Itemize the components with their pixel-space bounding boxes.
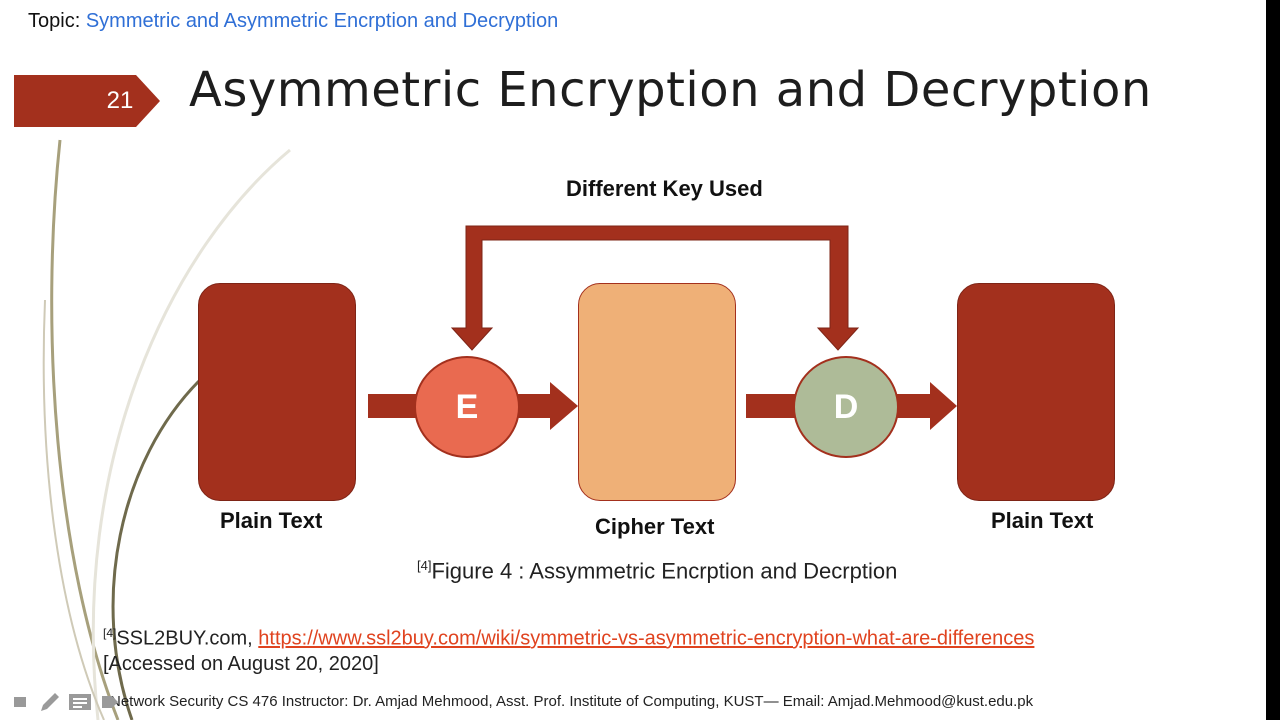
slide-number-badge: 21 [14,75,160,127]
next-slide-icon[interactable] [98,690,122,714]
badge-arrow-shape [14,75,160,127]
pen-icon[interactable] [38,690,62,714]
reference-citation: [4] [103,626,117,640]
key-label: Different Key Used [566,176,763,201]
previous-slide-icon[interactable] [8,690,32,714]
topic-value: Symmetric and Asymmetric Encrption and D… [85,10,559,32]
cipher-text-label: Cipher Text [595,514,715,539]
topic-label: Topic: [28,10,81,32]
cipher-text-box [578,283,736,501]
plain-text-label-left: Plain Text [220,508,323,533]
plain-text-label-right: Plain Text [991,508,1094,533]
reference-accessed: [Accessed on August 20, 2020] [103,652,379,675]
footer-text: Network Security CS 476 Instructor: Dr. … [110,693,1034,710]
caption-citation: [4] [417,558,432,573]
window-edge [1266,0,1280,720]
notes-icon[interactable] [68,690,92,714]
encrypt-circle: E [414,356,520,458]
presentation-toolbar [8,688,122,716]
reference-link[interactable]: https://www.ssl2buy.com/wiki/symmetric-v… [258,627,1035,650]
figure-caption: [4]Figure 4 : Assymmetric Encrption and … [417,558,897,584]
slide-title: Asymmetric Encryption and Decryption [189,62,1152,118]
caption-text: Figure 4 : Assymmetric Encrption and Dec… [431,558,898,584]
topic-line: Topic: Symmetric and Asymmetric Encrptio… [28,10,558,33]
slide-number: 21 [106,87,134,114]
decrypt-circle: D [793,356,899,458]
reference: [4]SSL2BUY.com, https://www.ssl2buy.com/… [103,621,1034,677]
reference-source: SSL2BUY.com, [116,627,259,650]
plain-text-box-right [957,283,1115,501]
plain-text-box-left [198,283,356,501]
